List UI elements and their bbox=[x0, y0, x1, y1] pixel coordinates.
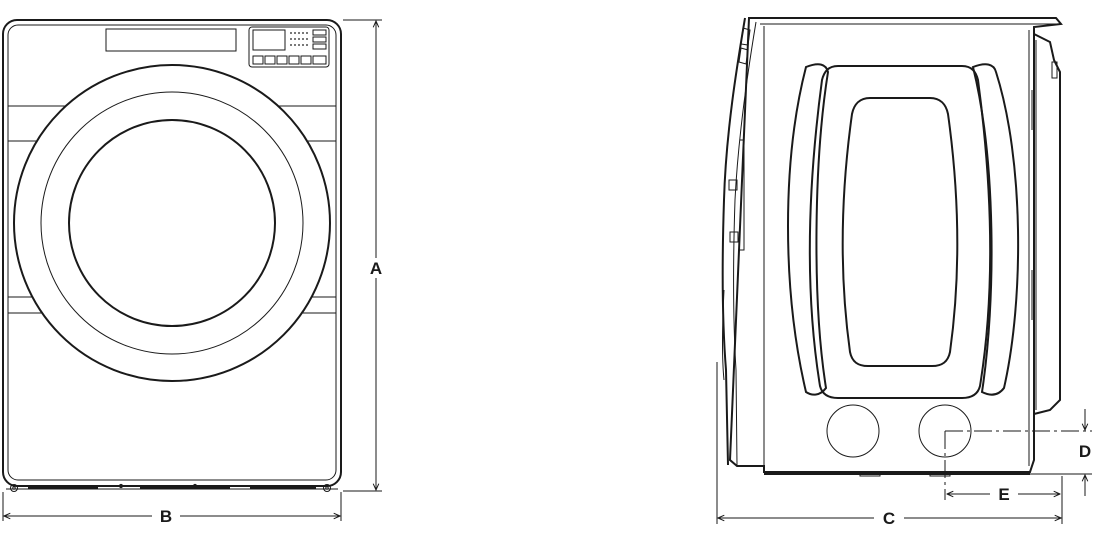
dimension-b: B bbox=[2, 492, 342, 526]
leveling-foot-right bbox=[323, 484, 331, 492]
dimension-label-a: A bbox=[370, 259, 382, 278]
control-panel bbox=[248, 26, 330, 68]
door-trim-ring bbox=[40, 91, 304, 355]
display-screen bbox=[252, 29, 286, 51]
side-emboss-right bbox=[971, 63, 1020, 396]
dimension-a: A bbox=[343, 19, 382, 492]
front-cabinet-outer bbox=[2, 19, 342, 487]
side-emboss-inner bbox=[841, 97, 959, 367]
rear-profile bbox=[1033, 33, 1061, 415]
side-emboss-center bbox=[808, 65, 992, 399]
front-view: A B bbox=[2, 19, 382, 526]
option-button-3 bbox=[312, 43, 327, 50]
front-cabinet-inner bbox=[7, 24, 337, 481]
side-emboss-left bbox=[787, 63, 830, 396]
leveling-foot-left bbox=[10, 484, 18, 492]
dimension-c: C bbox=[716, 362, 1063, 528]
door-outer-ring bbox=[13, 64, 331, 382]
dimension-d: D bbox=[945, 409, 1092, 496]
exhaust-port-right bbox=[918, 404, 972, 458]
door-glass bbox=[68, 119, 276, 327]
dimension-e: E bbox=[944, 431, 1092, 504]
dimension-label-c: C bbox=[883, 509, 895, 528]
option-button-1 bbox=[312, 29, 327, 36]
dimension-label-b: B bbox=[160, 507, 172, 526]
side-cabinet-outline bbox=[728, 17, 1063, 473]
side-view: D E C bbox=[716, 17, 1092, 528]
door-profile bbox=[721, 17, 746, 466]
status-indicators bbox=[290, 32, 308, 46]
dimension-label-d: D bbox=[1079, 442, 1091, 461]
front-base bbox=[6, 483, 338, 492]
dimension-label-e: E bbox=[998, 485, 1009, 504]
control-console bbox=[105, 26, 330, 68]
console-handle-recess bbox=[105, 28, 237, 52]
exhaust-port-left bbox=[826, 404, 880, 458]
cycle-button-row bbox=[252, 55, 327, 65]
option-button-2 bbox=[312, 36, 327, 43]
